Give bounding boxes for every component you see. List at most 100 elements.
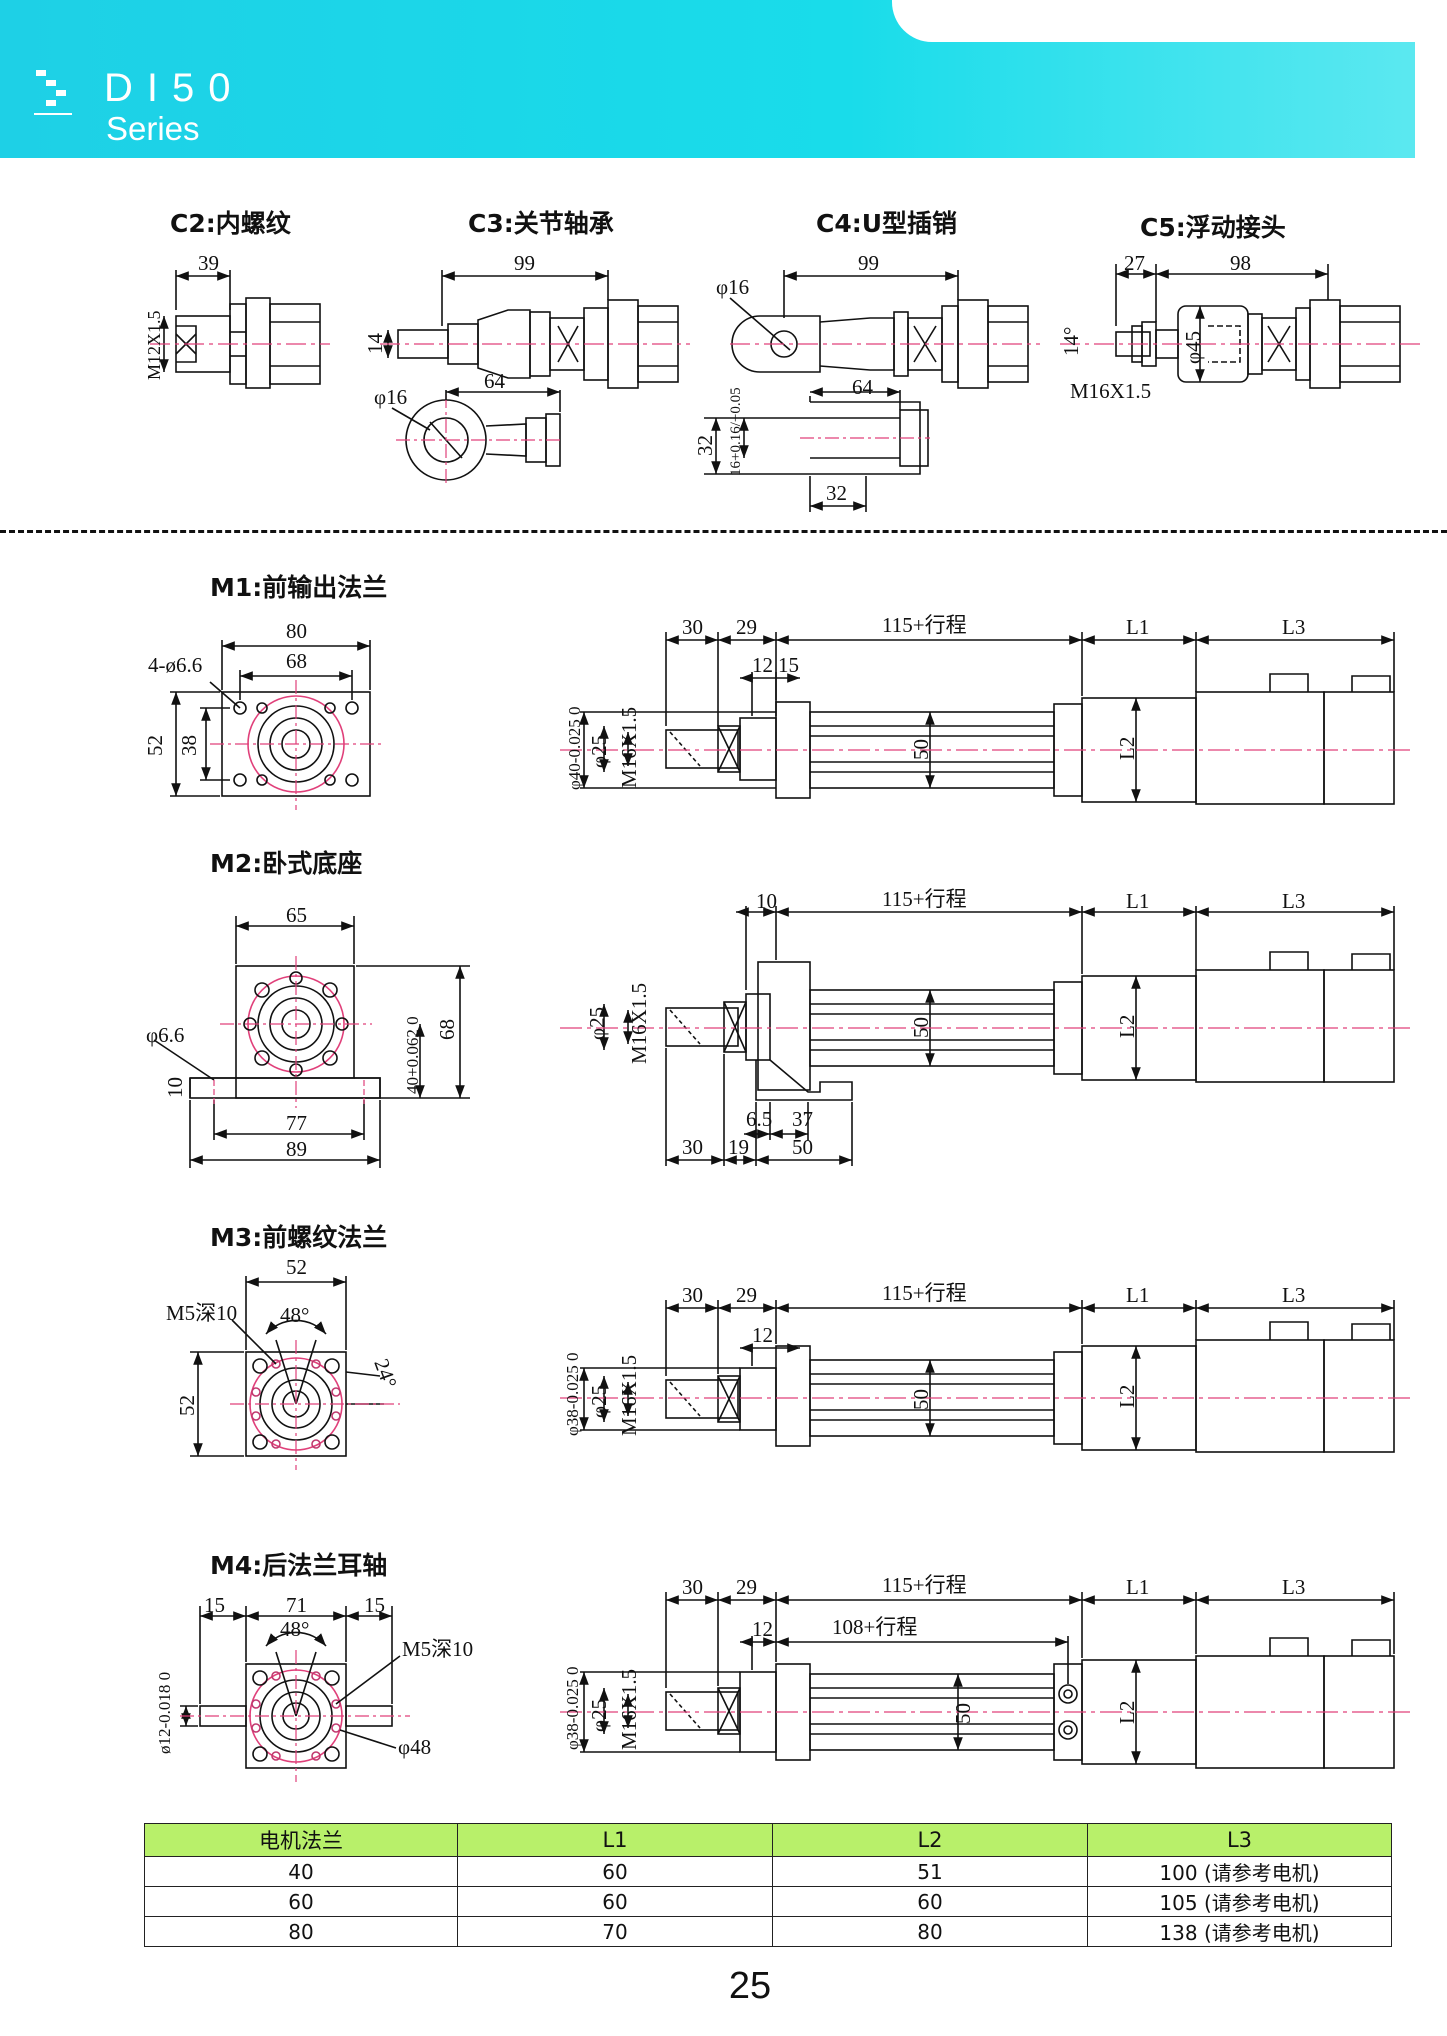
dim-m3-50: 50 xyxy=(909,1389,933,1410)
label-m1: M1:前输出法兰 xyxy=(210,573,388,602)
dim-c3-64: 64 xyxy=(484,369,506,393)
chevron-logo-icon xyxy=(34,70,72,115)
col-header: L1 xyxy=(457,1823,773,1857)
dim-c4-phi: φ16 xyxy=(716,275,749,299)
dim-c3-h: 14 xyxy=(363,333,387,355)
dim-m1-stroke: 115+行程 xyxy=(882,613,967,637)
dim-m3-phi25: φ25 xyxy=(587,1385,611,1418)
dim-m4-15a: 15 xyxy=(204,1593,225,1617)
header-notch xyxy=(892,0,1415,42)
dim-m1-holes: 4-ø6.6 xyxy=(148,653,202,677)
col-header: L2 xyxy=(772,1823,1088,1857)
dim-m3-L1: L1 xyxy=(1126,1283,1149,1307)
dim-m2-40: 40+0.062 0 xyxy=(403,1016,422,1094)
m4-trunnion-view xyxy=(180,1606,410,1782)
dim-c3-len: 99 xyxy=(514,251,535,275)
dim-m4-stroke2: 108+行程 xyxy=(832,1615,917,1639)
dim-m4-phi12: ø12-0.018 0 xyxy=(155,1672,174,1754)
dim-m4-L3: L3 xyxy=(1282,1575,1305,1599)
dim-m2-10: 10 xyxy=(163,1077,187,1098)
dim-m3-29: 29 xyxy=(736,1283,757,1307)
dashed-divider xyxy=(0,530,1447,533)
dim-c5-thread: M16X1.5 xyxy=(1070,379,1151,403)
label-m3: M3:前螺纹法兰 xyxy=(210,1223,388,1252)
table-cell: 40 xyxy=(144,1856,458,1887)
table-cell: 60 xyxy=(772,1886,1088,1917)
dim-m4-12: 12 xyxy=(752,1617,773,1641)
c3-drawing xyxy=(380,270,690,486)
label-c2: C2:内螺纹 xyxy=(170,209,291,238)
dim-m1-38: 38 xyxy=(177,735,201,756)
dim-c4-len: 99 xyxy=(858,251,879,275)
c5-drawing xyxy=(1060,264,1420,389)
dim-m2-68: 68 xyxy=(435,1019,459,1040)
dim-c5-98: 98 xyxy=(1230,251,1251,275)
table-cell: 60 xyxy=(457,1886,773,1917)
dim-m2-30: 30 xyxy=(682,1135,703,1159)
dim-m3-48: 48° xyxy=(280,1303,309,1327)
series-title: DI50 xyxy=(104,66,245,110)
m3-actuator-view xyxy=(560,1300,1410,1453)
motor-flange-table: 电机法兰 L1 L2 L3 40 60 51 100 (请参考电机) 60 60… xyxy=(144,1823,1392,1947)
table-cell: 138 (请参考电机) xyxy=(1087,1916,1392,1947)
dim-m2-19: 19 xyxy=(728,1135,749,1159)
dim-m2-L2: L2 xyxy=(1115,1015,1139,1038)
dim-m4-phi48: φ48 xyxy=(398,1735,431,1759)
dim-m2-L1: L1 xyxy=(1126,889,1149,913)
dim-m4-stroke: 115+行程 xyxy=(882,1573,967,1597)
table-row: 40 60 51 100 (请参考电机) xyxy=(144,1856,1392,1887)
dim-c3-phi: φ16 xyxy=(374,385,407,409)
dim-m1-L2: L2 xyxy=(1115,737,1139,760)
dim-m3-24: 24° xyxy=(369,1356,402,1392)
dim-m2-10b: 10 xyxy=(756,889,777,913)
dim-m4-m5: M5深10 xyxy=(402,1637,473,1661)
dim-m3-m5: M5深10 xyxy=(166,1301,237,1325)
table-cell: 100 (请参考电机) xyxy=(1087,1856,1392,1887)
label-m2: M2:卧式底座 xyxy=(210,849,363,878)
table-cell: 80 xyxy=(772,1916,1088,1947)
dim-m1-15: 15 xyxy=(778,653,799,677)
m3-flange-view xyxy=(190,1276,400,1470)
m2-actuator-view xyxy=(560,906,1410,1166)
dim-m3-12: 12 xyxy=(752,1323,773,1347)
m2-base-view xyxy=(153,916,470,1168)
dim-m1-phi40: φ40-0.025 0 xyxy=(565,707,584,790)
dim-m3-phi38: φ38-0.025 0 xyxy=(563,1353,582,1436)
dim-m4-L1: L1 xyxy=(1126,1575,1149,1599)
dim-m3-thread: M16X1.5 xyxy=(617,1355,641,1436)
dim-m1-L1: L1 xyxy=(1126,615,1149,639)
table-cell: 60 xyxy=(144,1886,458,1917)
dim-m2-65: 65 xyxy=(286,903,307,927)
m4-actuator-view xyxy=(560,1592,1410,1769)
dim-m2-50: 50 xyxy=(909,1017,933,1038)
dim-m4-48: 48° xyxy=(280,1617,309,1641)
dim-m3-52: 52 xyxy=(286,1255,307,1279)
dim-m4-30: 30 xyxy=(682,1575,703,1599)
dim-m2-phi25: φ25 xyxy=(585,1007,609,1040)
dim-m1-50: 50 xyxy=(909,739,933,760)
dim-c5-14: 14° xyxy=(1059,327,1083,356)
dim-c4-tol: 16+0.16/+0.05 xyxy=(728,387,744,476)
dim-m1-80: 80 xyxy=(286,619,307,643)
page-header: DI50 Series xyxy=(0,0,1415,158)
col-header: L3 xyxy=(1087,1823,1392,1857)
dim-m2-77: 77 xyxy=(286,1111,307,1135)
dim-m2-phi: φ6.6 xyxy=(146,1023,184,1047)
dim-c4-32b: 32 xyxy=(826,481,847,505)
table-cell: 60 xyxy=(457,1856,773,1887)
dim-m4-15b: 15 xyxy=(364,1593,385,1617)
dim-m2-L3: L3 xyxy=(1282,889,1305,913)
dim-m3-L2: L2 xyxy=(1115,1385,1139,1408)
dim-m3-30: 30 xyxy=(682,1283,703,1307)
col-header: 电机法兰 xyxy=(144,1823,458,1857)
table-cell: 51 xyxy=(772,1856,1088,1887)
table-cell: 105 (请参考电机) xyxy=(1087,1886,1392,1917)
label-c4: C4:U型插销 xyxy=(816,209,958,238)
dim-m1-thread: M16X1.5 xyxy=(617,707,641,788)
dim-m4-L2: L2 xyxy=(1115,1701,1139,1724)
dim-m3-L3: L3 xyxy=(1282,1283,1305,1307)
label-c5: C5:浮动接头 xyxy=(1140,213,1286,242)
dim-m1-phi25: φ25 xyxy=(587,735,611,768)
dim-c5-27: 27 xyxy=(1124,251,1145,275)
